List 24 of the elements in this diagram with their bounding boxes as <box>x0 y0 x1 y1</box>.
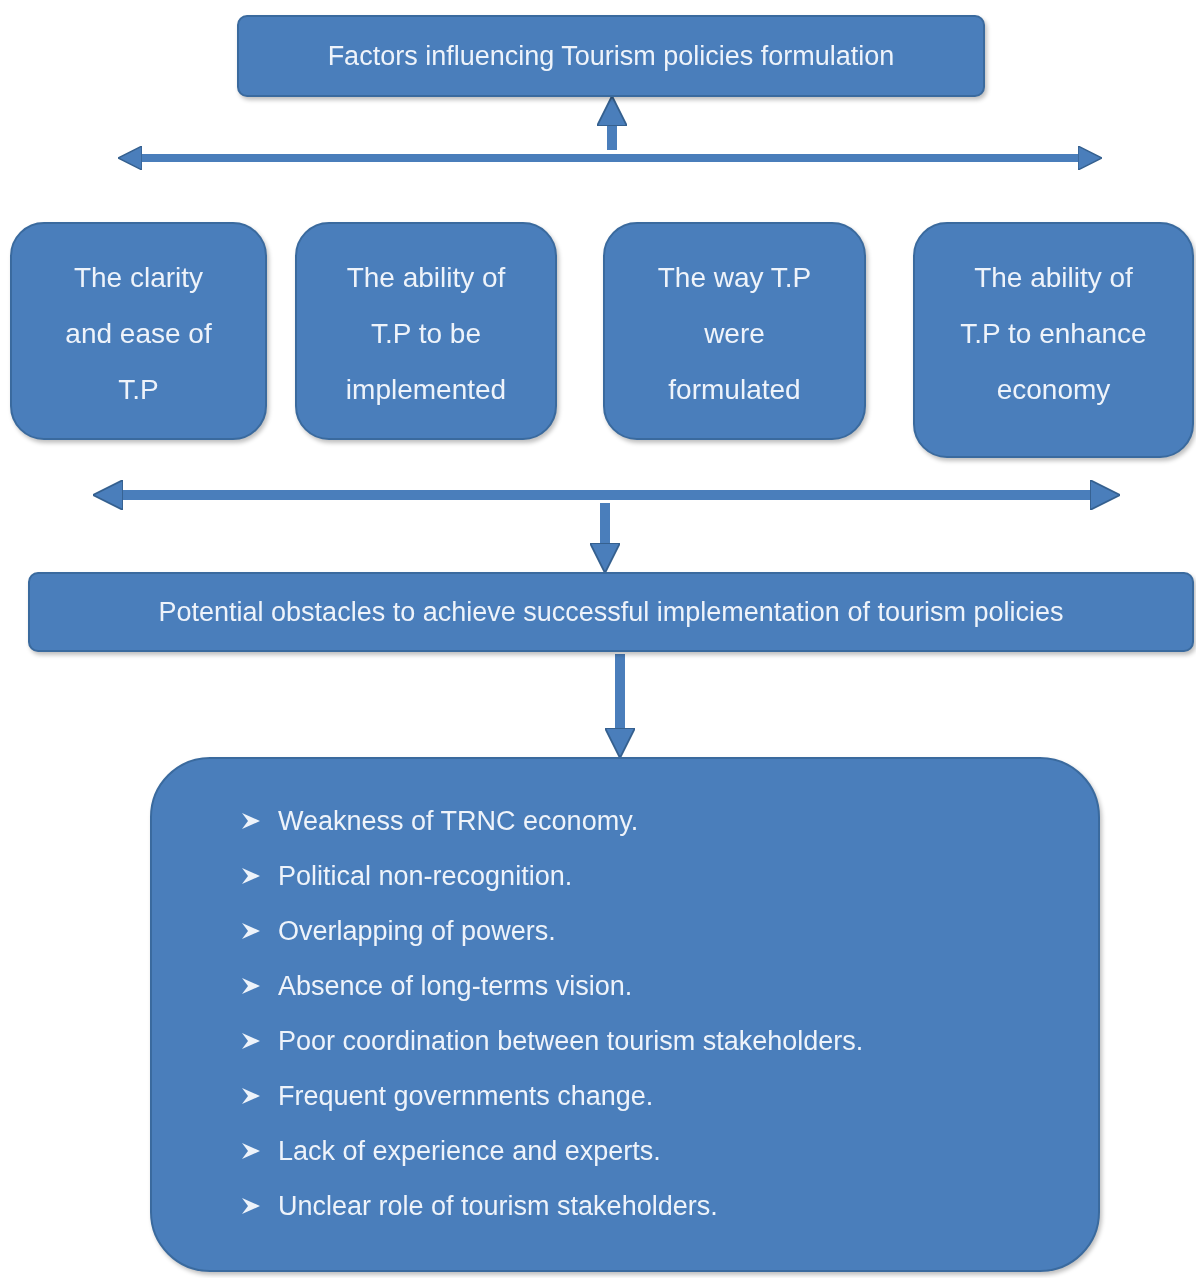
list-item: Weakness of TRNC economy. <box>278 805 639 838</box>
factor-label: The clarity and ease of T.P <box>64 261 213 407</box>
list-item: Unclear role of tourism stakeholders. <box>278 1190 718 1223</box>
list-item: Frequent governments change. <box>278 1080 654 1113</box>
obstacle-list-box <box>150 757 1100 1272</box>
arrow <box>604 654 636 759</box>
arrow <box>589 503 621 574</box>
list-item: Political non-recognition. <box>278 860 573 893</box>
list-item: Poor coordination between tourism stakeholders. <box>278 1025 864 1058</box>
factor-box <box>603 222 866 440</box>
factor-label: The ability of T.P to enhance economy <box>959 261 1148 407</box>
factor-box <box>10 222 267 440</box>
header-box <box>28 572 1194 652</box>
arrow <box>596 95 628 150</box>
list-item: Lack of experience and experts. <box>278 1135 661 1168</box>
header-label: Potential obstacles to achieve successful implementation of tourism policies <box>158 596 1064 629</box>
header-label: Factors influencing Tourism policies formulation <box>327 40 895 73</box>
list-item: Absence of long-terms vision. <box>278 970 633 1003</box>
factor-label: The way T.P were formulated <box>656 261 813 407</box>
factor-box <box>295 222 557 440</box>
list-item: Overlapping of powers. <box>278 915 556 948</box>
factor-label: The ability of T.P to be implemented <box>344 261 508 407</box>
header-box <box>237 15 985 97</box>
factor-box <box>913 222 1194 458</box>
